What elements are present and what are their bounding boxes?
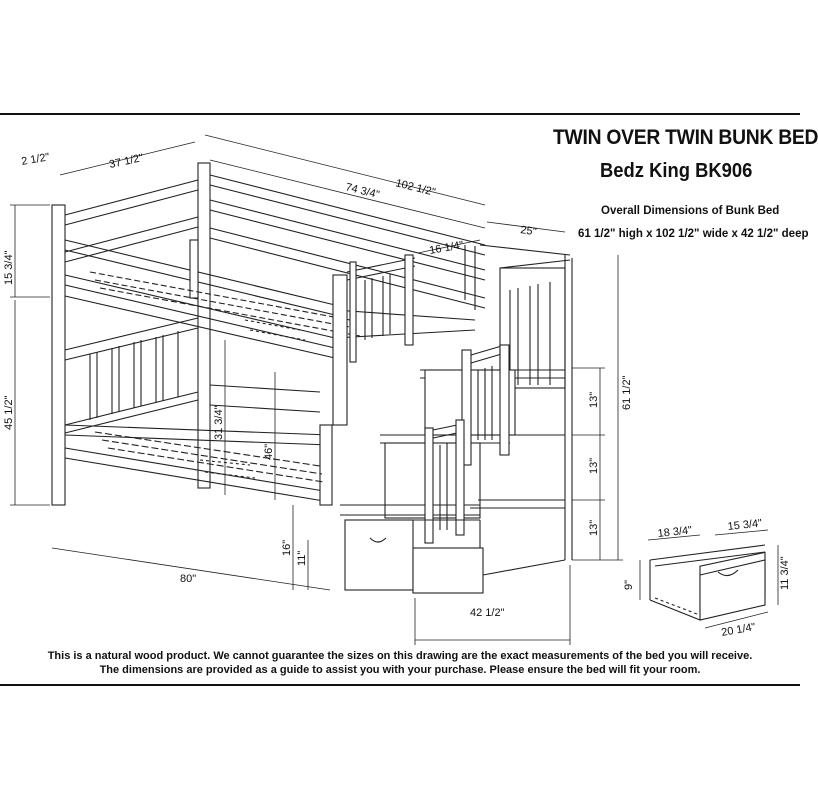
dim-drawer-height: 9" <box>623 580 635 590</box>
dim-post-top: 2 1/2" <box>20 151 50 168</box>
dimension-lines <box>10 134 779 645</box>
disclaimer-line-2: The dimensions are provided as a guide t… <box>99 664 701 676</box>
upper-bunk <box>64 174 486 359</box>
dim-lower-height: 45 1/2" <box>3 395 15 430</box>
dim-drawer-depth-top: 15 3/4" <box>727 517 763 533</box>
dim-drawer-bottom: 20 1/4" <box>720 621 756 639</box>
dim-drawer-base: 11" <box>296 551 308 566</box>
drawer-detail <box>649 544 766 621</box>
bunk-bed-drawing: 2 1/2" 37 1/2" 102 1/2" 74 3/4" 25" 16 1… <box>3 134 791 645</box>
dim-mid-height: 46" <box>263 444 275 460</box>
dim-step-3: 13" <box>588 520 600 536</box>
model-name: Bedz King BK906 <box>600 160 753 182</box>
dim-step-2: 13" <box>588 458 600 474</box>
dim-overall-length: 102 1/2" <box>394 177 436 198</box>
dim-bed-length: 80" <box>180 573 196 585</box>
dim-guard-height: 15 3/4" <box>3 250 15 285</box>
dim-step-depth: 25" <box>520 224 538 238</box>
dim-drawer-side: 11 3/4" <box>779 556 791 590</box>
top-border-line <box>0 113 800 115</box>
dim-inner-length: 74 3/4" <box>344 181 380 201</box>
bottom-border-line <box>0 684 800 686</box>
upper-guard-rail <box>332 245 476 426</box>
dim-under-clear: 31 3/4" <box>213 405 225 440</box>
disclaimer-line-1: This is a natural wood product. We canno… <box>47 650 753 662</box>
dim-stair-width: 42 1/2" <box>470 607 505 619</box>
overall-dimensions-heading: Overall Dimensions of Bunk Bed <box>601 205 780 217</box>
dim-drawer-width-top: 18 3/4" <box>657 524 693 540</box>
dim-stair-rail: 16 1/4" <box>428 239 464 257</box>
product-title: TWIN OVER TWIN BUNK BED <box>553 126 818 149</box>
dim-head-width: 37 1/2" <box>108 152 144 171</box>
head-end-frame <box>51 162 211 506</box>
dim-step-1: 13" <box>588 392 600 408</box>
lower-bunk <box>64 384 333 506</box>
dim-total-height: 61 1/2" <box>621 375 633 410</box>
overall-dimensions-text: 61 1/2" high x 102 1/2" wide x 42 1/2" d… <box>578 228 809 240</box>
dim-drawer-clear: 16" <box>281 540 293 556</box>
staircase-unit <box>340 244 573 594</box>
